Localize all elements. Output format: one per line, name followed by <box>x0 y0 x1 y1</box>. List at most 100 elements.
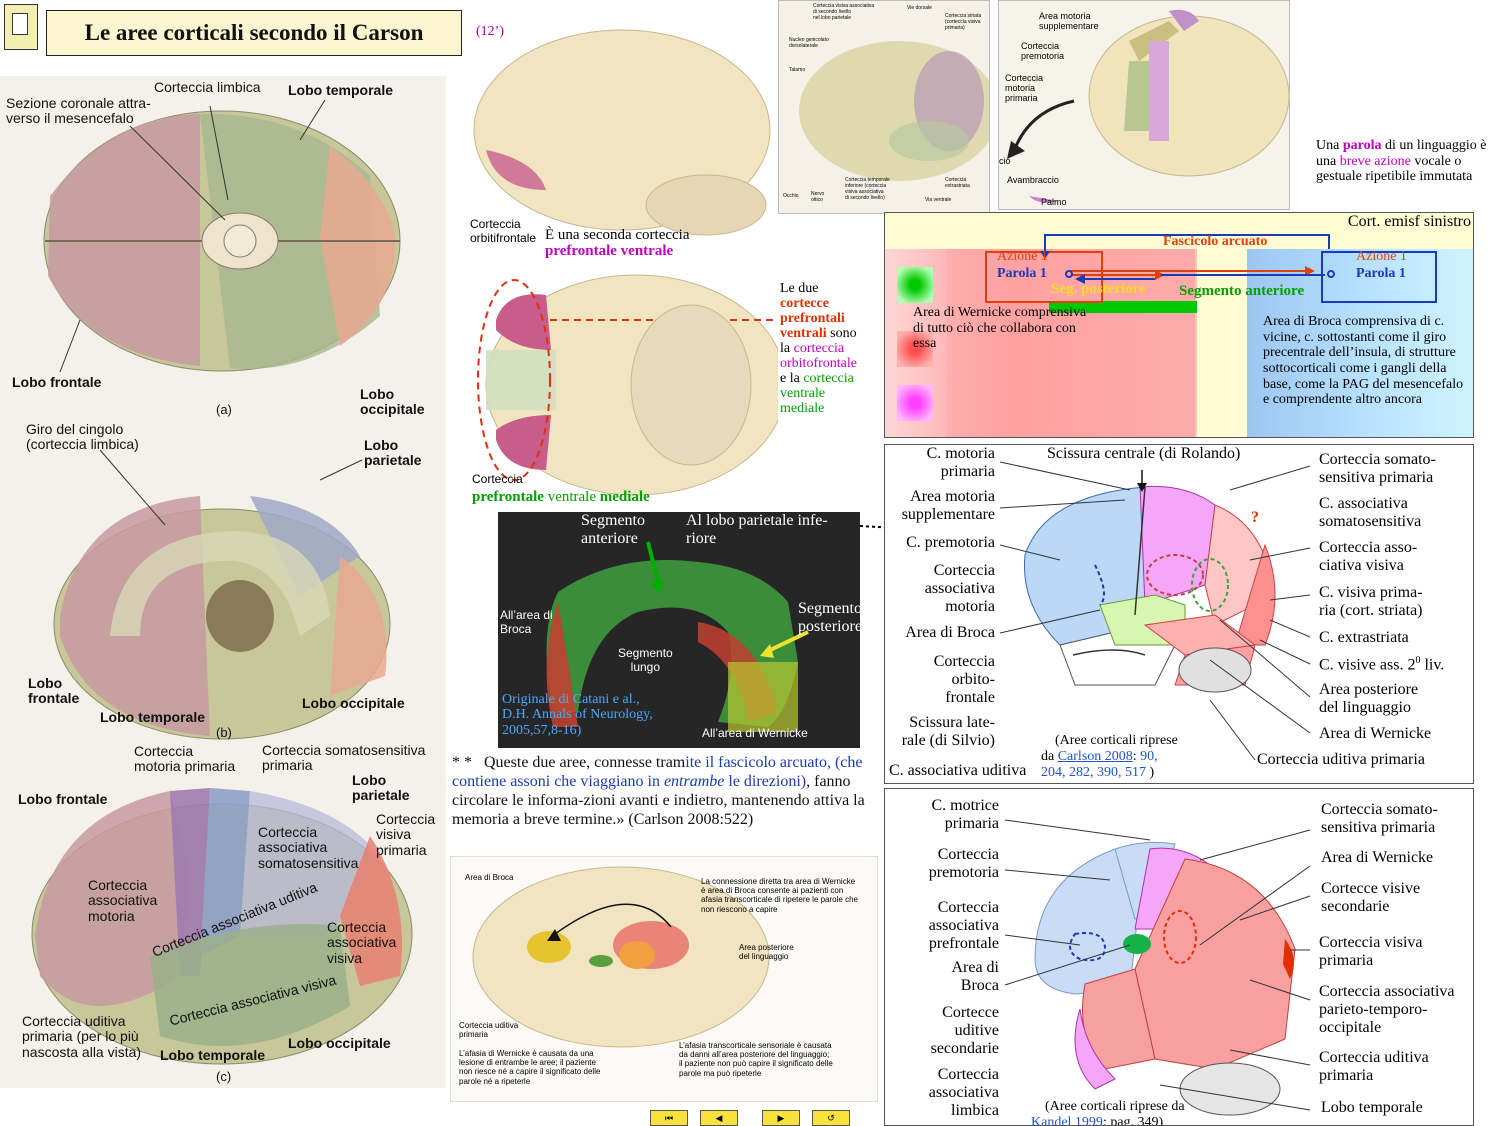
label-all-broca: All’area di Broca <box>500 608 553 636</box>
parola-left: Parola 1 <box>997 266 1047 281</box>
label-afasia-w: L’afasia di Wernicke è causata da una le… <box>459 1049 601 1086</box>
thumb1-label-2: Corteccia striata (corteccia visiva prim… <box>945 13 982 31</box>
azione-left: Azione 1 <box>997 249 1048 264</box>
carlson-right-2: Corteccia asso- ciativa visiva <box>1319 539 1418 574</box>
carlson-ref: (Aree corticali riprese da Carlson 2008:… <box>1041 733 1178 781</box>
carlson-brain-diagram: C. motoria primaria Area motoria supplem… <box>884 444 1474 784</box>
seg-post-label: Seg. posteriore <box>1051 281 1146 297</box>
tractography-image: Segmento anteriore Al lobo parietale inf… <box>498 512 860 748</box>
label-giro: Giro del cingolo (corteccia limbica) <box>26 421 139 453</box>
kandel-right-4: Corteccia associativa parieto-temporo- o… <box>1319 983 1455 1036</box>
label-lobo-frontale-b: Lobo frontale <box>28 675 80 707</box>
carlson-right-1: C. associativa somatosensitiva <box>1319 495 1422 530</box>
time-badge: (12’) <box>476 24 504 39</box>
kandel-right-6: Lobo temporale <box>1321 1099 1423 1116</box>
label-orbitofrontale: Corteccia orbitifrontale <box>470 217 537 245</box>
carlson-link[interactable]: Carlson 2008 <box>1057 749 1133 765</box>
label-afasia-t: L’afasia transcorticale sensoriale è cau… <box>679 1041 833 1078</box>
label-ass-somato: Corteccia associativa somatosensitiva <box>258 824 359 871</box>
carlson-top: Scissura centrale (di Rolando) <box>1047 445 1241 462</box>
azione-right: Azione 1 <box>1356 249 1407 264</box>
label-lobo-parietale-c: Lobo parietale <box>352 772 410 804</box>
label-lobo-temporale-a: Lobo temporale <box>288 82 394 98</box>
arcuato-arrows <box>1040 234 1335 284</box>
nav-first-button[interactable]: ⏮ <box>650 1110 688 1126</box>
label-lobo-occipitale-a: Lobo occipitale <box>360 386 425 418</box>
document-icon[interactable] <box>4 4 38 50</box>
fig-a: (a) <box>216 402 232 417</box>
thumb2-label-5: Palmo <box>1041 197 1067 207</box>
green-bar <box>1049 301 1197 313</box>
kandel-ref: (Aree corticali riprese da Kandel 1999: … <box>1031 1083 1185 1126</box>
arcuato-diagram: Cort. emisf sinistro Fascicolo arcuato A… <box>884 212 1474 438</box>
carlson-right-3: C. visiva prima- ria (cort. striata) <box>1319 584 1423 619</box>
carlson-left-4: Area di Broca <box>905 624 995 641</box>
kandel-right-3: Corteccia visiva primaria <box>1319 934 1423 969</box>
prefrontal-illustration <box>473 29 778 496</box>
label-lobo-frontale-a: Lobo frontale <box>12 374 102 390</box>
kandel-left-3: Area di Broca <box>951 959 999 994</box>
green-square <box>897 267 933 303</box>
thumb1-label-6: Corteccia extrastriata <box>945 177 970 189</box>
thumb1-label-5: Corteccia temporale inferiore (corteccia… <box>845 177 890 201</box>
carlson-left-6: Scissura late- rale (di Silvio) <box>901 714 995 749</box>
label-visiva-prim: Corteccia visiva primaria <box>376 811 436 858</box>
label-sezione: Sezione coronale attra- verso il mesence… <box>6 95 151 127</box>
right-word-box <box>1321 251 1437 303</box>
kandel-left-4: Cortecce uditive secondarie <box>930 1004 999 1057</box>
seconda-corteccia: È una seconda corteccia prefrontale vent… <box>545 227 690 259</box>
kandel-left-5: Corteccia associativa limbica <box>928 1066 999 1119</box>
kandel-brain-diagram: C. motrice primaria Corteccia premotoria… <box>884 788 1474 1126</box>
nav-next-button[interactable]: ▶ <box>762 1110 800 1126</box>
seg-ant-label: Segmento anteriore <box>1179 283 1305 299</box>
carson-lobes-figure: Corteccia limbica Lobo temporale Sezione… <box>0 76 446 1088</box>
visual-brain <box>799 41 989 181</box>
thumb2-label-2: Corteccia motoria primaria <box>1005 73 1044 103</box>
kandel-left-0: C. motrice primaria <box>931 797 999 832</box>
label-lobo-occipitale-b: Lobo occipitale <box>302 695 405 711</box>
thumb2-label-4: Avambraccio <box>1007 175 1059 185</box>
label-motoria: Corteccia motoria primaria <box>134 743 236 775</box>
label-all-wernicke: All’area di Wernicke <box>702 726 808 740</box>
label-connessione: La connessione diretta tra area di Werni… <box>701 877 858 914</box>
label-lobo-occipitale-c: Lobo occipitale <box>288 1035 391 1051</box>
label-lobo-temporale-b: Lobo temporale <box>100 709 206 725</box>
thumb1-label-1: Vie dorsale <box>907 5 932 11</box>
label-ass-motoria: Corteccia associativa motoria <box>88 877 158 924</box>
arcuato-header: Cort. emisf sinistro <box>1347 213 1471 230</box>
label-uditiva-fig: Corteccia uditiva primaria <box>459 1021 519 1040</box>
carlson-quote: * * Queste due aree, connesse tramite il… <box>452 754 865 828</box>
kandel-link[interactable]: Kandel 1999 <box>1031 1115 1103 1126</box>
carlson-right-5: C. visive ass. 20 liv. <box>1319 655 1445 674</box>
page-title: Le aree corticali secondo il Carson <box>46 10 462 56</box>
fig-b: (b) <box>216 725 232 740</box>
label-seg-lungo: Segmento lungo <box>618 646 673 674</box>
parola-definition: Una parola di un linguaggio è una breve … <box>1316 138 1487 185</box>
label-lobo-parietale-b: Lobo parietale <box>364 437 422 469</box>
thumb2-label-1: Corteccia premotoria <box>1021 41 1065 61</box>
thumb1-label-9: Via ventrale <box>925 197 952 203</box>
label-seg-posteriore: Segmento posteriore <box>798 600 860 635</box>
medial-brain <box>53 496 391 740</box>
thumb1-label-4: Talamo <box>789 67 806 73</box>
motor-areas-thumb: Area motoria supplementare Corteccia pre… <box>998 0 1290 210</box>
carlson-right-8: Corteccia uditiva primaria <box>1257 751 1425 768</box>
label-uditiva-prim: Corteccia uditiva primaria (per lo più n… <box>22 1013 142 1060</box>
kandel-right-5: Corteccia uditiva primaria <box>1319 1049 1429 1084</box>
label-somatosens: Corteccia somatosensitiva primaria <box>262 742 426 774</box>
label-area-post: Area posteriore del linguaggio <box>739 943 794 962</box>
carlson-right-7: Area di Wernicke <box>1319 725 1432 742</box>
thumb2-label-3: cio <box>999 156 1011 166</box>
label-seg-anteriore: Segmento anteriore <box>581 512 645 547</box>
nav-return-button[interactable]: ↺ <box>812 1110 850 1126</box>
label-lobo-temporale-c: Lobo temporale <box>160 1047 266 1063</box>
le-due-cortecce: Le due cortecce prefrontali ventrali son… <box>780 281 857 416</box>
red-square <box>897 331 933 367</box>
thumb2-label-0: Area motoria supplementare <box>1039 11 1099 31</box>
carlson-left-2: C. premotoria <box>906 534 995 551</box>
nav-prev-button[interactable]: ◀ <box>700 1110 738 1126</box>
broca-text: Area di Broca comprensiva di c. vicine, … <box>1263 314 1464 408</box>
prefrontale-ventrale-mediale: prefrontale ventrale mediale <box>472 489 650 505</box>
label-corteccia-bottom: Corteccia <box>472 472 523 486</box>
kandel-left-2: Corteccia associativa prefrontale <box>928 899 999 952</box>
